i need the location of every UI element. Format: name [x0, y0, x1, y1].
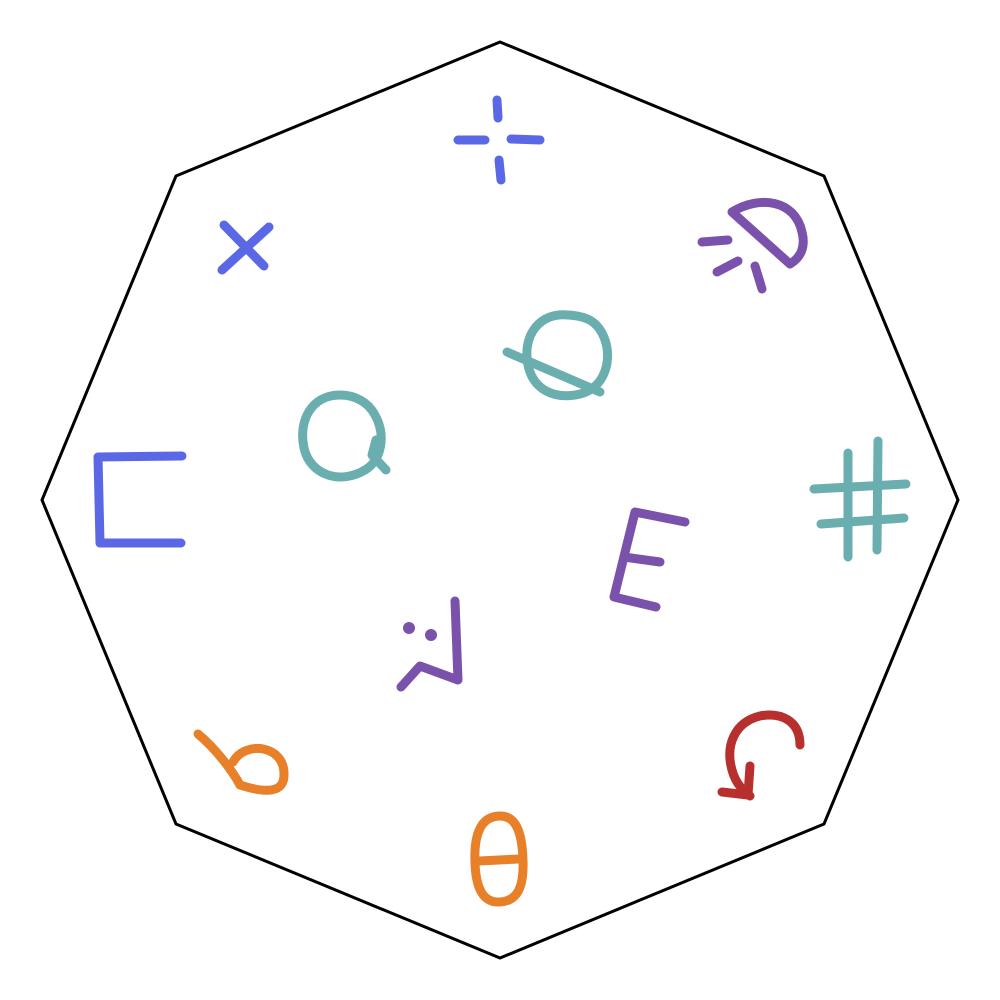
sparkle-cross-symbol: [453, 95, 545, 185]
spiral-arrow-symbol: [717, 710, 805, 801]
square-bracket-symbol: [93, 451, 187, 548]
x-symbol: [217, 220, 274, 275]
hooked-b-symbol: [193, 729, 289, 795]
dotted-zigzag-symbol: [396, 596, 463, 692]
struck-circle-symbol: [502, 310, 613, 401]
dome-rays-symbol: [697, 197, 808, 294]
looped-q-symbol: [298, 390, 391, 482]
octagon-outline: [40, 40, 960, 960]
hash-symbol: [809, 436, 911, 562]
theta-symbol: [470, 811, 528, 907]
e-symbol: [609, 507, 690, 612]
